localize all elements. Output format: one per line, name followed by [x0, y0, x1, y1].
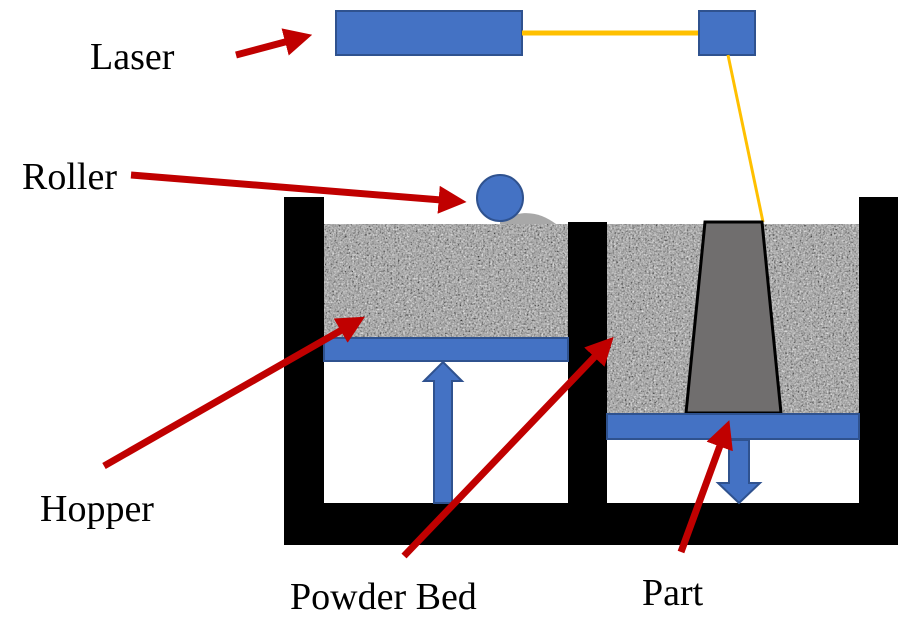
part-pointer-arrow	[677, 420, 733, 554]
pointer-arrows	[102, 28, 733, 559]
laser-beam-to-part	[726, 54, 765, 223]
hopper-pointer-arrow	[102, 316, 365, 470]
machine-frame	[284, 197, 898, 545]
roller-drum	[476, 174, 524, 222]
up-arrow-icon	[421, 360, 465, 504]
scanner-mirror	[698, 10, 756, 56]
laser-assembly	[335, 10, 765, 223]
hopper-piston-plate	[323, 337, 569, 362]
part-label: Part	[642, 572, 704, 614]
laser-body	[335, 10, 523, 56]
left-wall	[284, 197, 324, 545]
roller-label: Roller	[22, 156, 117, 198]
powder-bed-pointer-arrow	[401, 336, 614, 559]
laser-label: Laser	[90, 36, 175, 78]
right-wall	[859, 197, 898, 545]
powder-bed-label: Powder Bed	[290, 576, 477, 618]
roller-pointer-arrow	[130, 171, 467, 214]
powder-hopper-region	[324, 224, 568, 338]
middle-wall	[568, 222, 607, 545]
bed-piston-plate	[606, 413, 860, 440]
laser-pointer-arrow	[235, 28, 313, 59]
base	[284, 503, 898, 545]
down-arrow-icon	[715, 439, 763, 505]
hopper-label: Hopper	[40, 488, 154, 530]
